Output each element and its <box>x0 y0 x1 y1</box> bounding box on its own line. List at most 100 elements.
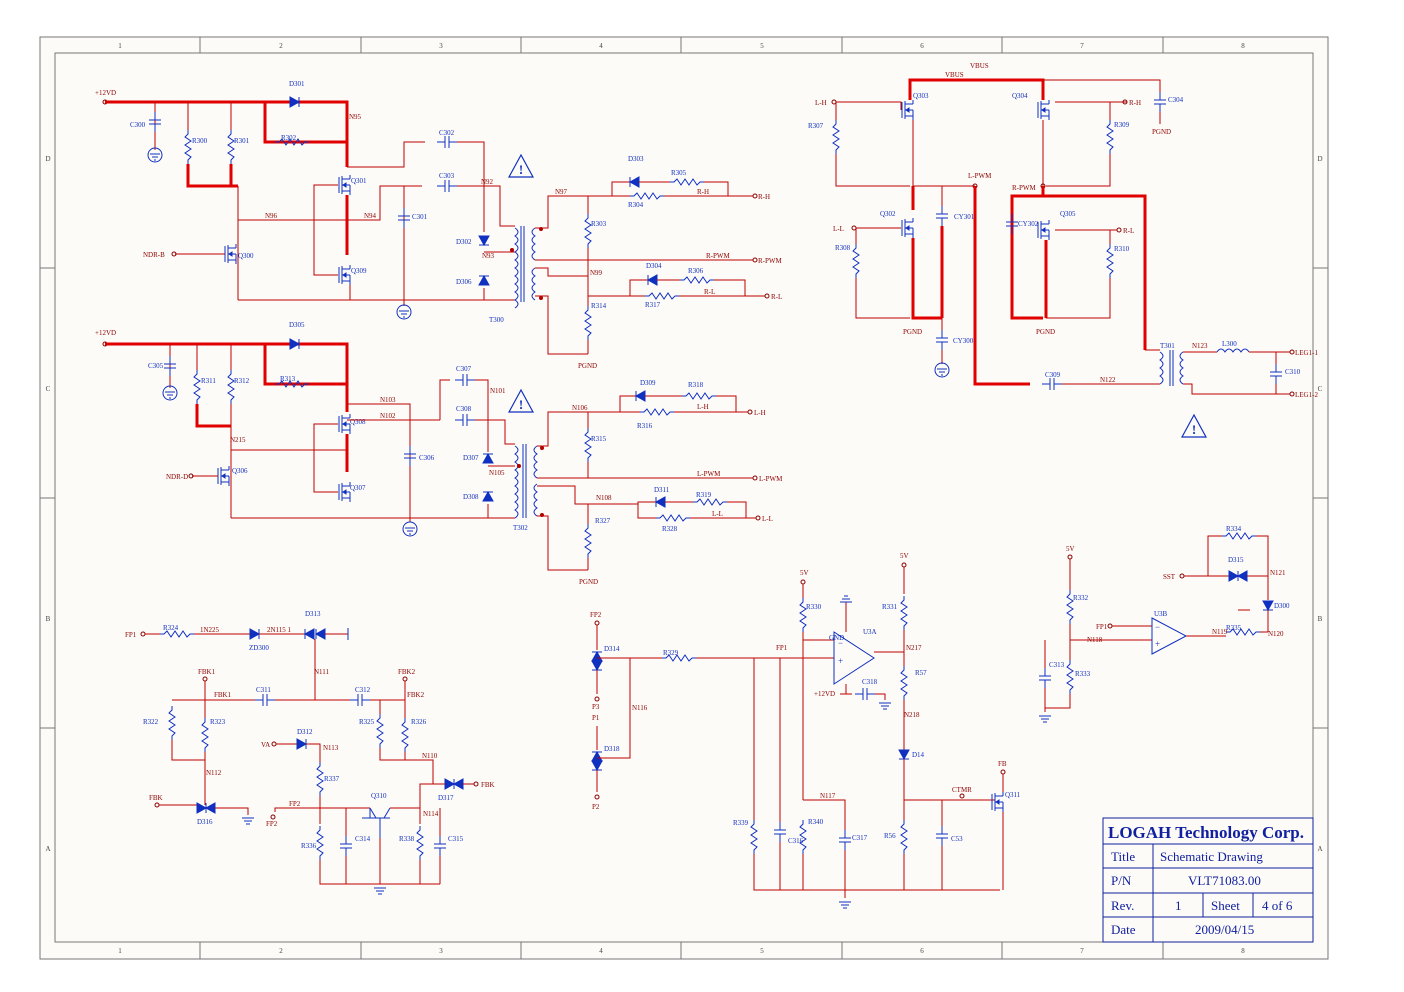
port-lh-in[interactable]: L-H <box>815 99 827 107</box>
net-rpwm2: R-PWM <box>1012 184 1037 192</box>
row-label-b-r: B <box>1318 615 1323 623</box>
ref-r315: R315 <box>591 435 607 443</box>
ref-r301: R301 <box>234 137 250 145</box>
port-fbk[interactable]: FBK <box>149 794 163 802</box>
ref-c316: C316 <box>788 837 804 845</box>
ref-d308: D308 <box>463 493 479 501</box>
softstart-block: 5V R332 N118 R333 C313 FP1 − + U3B N119 … <box>1038 525 1290 723</box>
net-p3: P3 <box>592 703 600 711</box>
net-5v-c: 5V <box>1066 545 1075 553</box>
caution-icon: ! <box>507 153 535 178</box>
port-fbk-out[interactable]: FBK <box>481 781 495 789</box>
port-ndr-b[interactable]: NDR-B <box>143 251 165 259</box>
col-label-4b: 4 <box>599 947 603 955</box>
net-n97: N97 <box>555 188 568 196</box>
ref-d316: D316 <box>197 818 213 826</box>
ref-r337: R337 <box>324 775 340 783</box>
ref-c314: C314 <box>355 835 371 843</box>
ref-c313: C313 <box>1049 661 1065 669</box>
ref-r312: R312 <box>234 377 250 385</box>
ref-r303: R303 <box>591 220 607 228</box>
port-va[interactable]: VA <box>261 741 270 749</box>
port-ll[interactable]: L-L <box>762 515 773 523</box>
ref-r339: R339 <box>733 819 749 827</box>
net-n119: N119 <box>1212 628 1228 636</box>
ref-r57: R57 <box>915 669 927 677</box>
port-rpwm[interactable]: R-PWM <box>758 257 783 265</box>
col-label-3b: 3 <box>439 947 443 955</box>
col-label-1b: 1 <box>118 947 122 955</box>
port-fp2[interactable]: FP2 <box>266 820 278 828</box>
net-5v-a: 5V <box>800 569 809 577</box>
svg-text:−: − <box>838 638 843 648</box>
ref-d305: D305 <box>289 321 305 329</box>
port-rl[interactable]: R-L <box>771 293 782 301</box>
net-ll: L-L <box>712 510 723 518</box>
ref-c303: C303 <box>439 172 455 180</box>
ref-r327: R327 <box>595 517 611 525</box>
net-12v-b: +12VD <box>95 329 116 337</box>
net-n115: 2N115 1 <box>267 626 292 634</box>
net-fbk2-top: FBK2 <box>398 668 416 676</box>
ref-r322: R322 <box>143 718 159 726</box>
svg-text:!: ! <box>1192 422 1196 437</box>
ref-r302: R302 <box>281 134 297 142</box>
net-n94: N94 <box>364 212 377 220</box>
ref-d317: D317 <box>438 794 454 802</box>
title-label: Title <box>1111 849 1135 864</box>
ref-r308: R308 <box>835 244 851 252</box>
port-fp1-a[interactable]: FP1 <box>125 631 137 639</box>
col-label-4: 4 <box>599 42 603 50</box>
net-n92: N92 <box>481 178 494 186</box>
row-label-c-r: C <box>1318 385 1323 393</box>
col-label-2b: 2 <box>279 947 283 955</box>
ref-r304: R304 <box>628 201 644 209</box>
port-fp1-b[interactable]: FP1 <box>1096 623 1108 631</box>
ref-c301: C301 <box>412 213 428 221</box>
net-pgnd1: PGND <box>578 362 597 370</box>
net-fb: FB <box>998 760 1007 768</box>
rev-label: Rev. <box>1111 898 1134 913</box>
ref-r313: R313 <box>280 375 296 383</box>
col-label-8b: 8 <box>1241 947 1245 955</box>
net-n123: N123 <box>1192 342 1208 350</box>
net-n95: N95 <box>349 113 362 121</box>
ref-d311: D311 <box>654 486 670 494</box>
port-rl-in[interactable]: R-L <box>1123 227 1134 235</box>
net-12v-c: +12VD <box>814 690 835 698</box>
title-block: LOGAH Technology Corp. Title Schematic D… <box>1102 817 1314 943</box>
row-label-c: C <box>46 385 51 393</box>
svg-text:−: − <box>1155 622 1160 632</box>
col-label-7: 7 <box>1080 42 1084 50</box>
transformer-t301 <box>1159 350 1184 386</box>
ref-q303: Q303 <box>913 92 929 100</box>
net-n106: N106 <box>572 404 588 412</box>
port-sst[interactable]: SST <box>1163 573 1176 581</box>
ref-d302: D302 <box>456 238 472 246</box>
ref-c307: C307 <box>456 365 472 373</box>
ref-c310: C310 <box>1285 368 1301 376</box>
port-lh[interactable]: L-H <box>754 409 766 417</box>
net-n99: N99 <box>590 269 603 277</box>
ref-c53: C53 <box>951 835 963 843</box>
net-n114: N114 <box>423 810 439 818</box>
port-lpwm[interactable]: L-PWM <box>759 475 783 483</box>
sheet-label: Sheet <box>1211 898 1240 913</box>
port-ll-in[interactable]: L-L <box>833 225 844 233</box>
port-leg1-2[interactable]: LEG1-2 <box>1295 391 1318 399</box>
svg-text:!: ! <box>519 162 523 177</box>
net-n218: N218 <box>904 711 920 719</box>
net-n116: N116 <box>632 704 648 712</box>
ref-c302: C302 <box>439 129 455 137</box>
port-rh[interactable]: R-H <box>758 193 770 201</box>
port-leg1-1[interactable]: LEG1-1 <box>1295 349 1318 357</box>
driver-block-d: +12VD C305 R311 R312 D305 R313 N215 N103… <box>95 321 783 586</box>
net-n108: N108 <box>596 494 612 502</box>
ref-cy300: CY300 <box>953 337 974 345</box>
port-rh-in[interactable]: R-H <box>1129 99 1141 107</box>
ref-c304: C304 <box>1168 96 1184 104</box>
ref-r318: R318 <box>688 381 704 389</box>
ref-r338: R338 <box>399 835 415 843</box>
port-ndr-d[interactable]: NDR-D <box>166 473 188 481</box>
